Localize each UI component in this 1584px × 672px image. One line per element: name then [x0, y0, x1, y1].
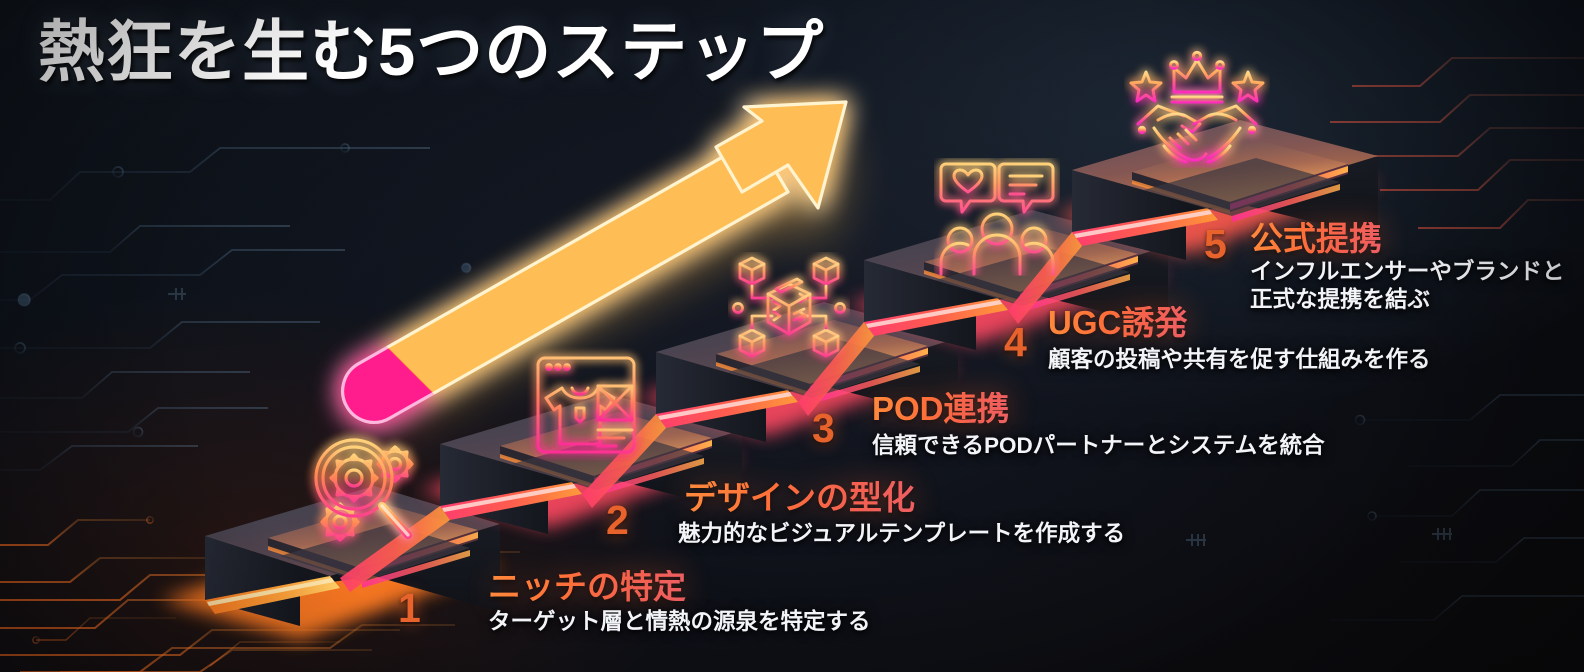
- step-desc-4: 顧客の投稿や共有を促す仕組みを作る: [1048, 347, 1431, 372]
- step-title-1: ニッチの特定: [488, 568, 686, 605]
- step-desc-5-line1: インフルエンサーやブランドと: [1250, 259, 1565, 284]
- package-network-icon: [732, 256, 846, 358]
- step-desc-5-line2: 正式な提携を結ぶ: [1250, 287, 1431, 312]
- tshirt-design-window-icon: [536, 356, 636, 454]
- step-desc-1: ターゲット層と情熱の源泉を特定する: [488, 609, 871, 634]
- step-number-1: 1: [398, 585, 421, 631]
- step-desc-2: 魅力的なビジュアルテンプレートを作成する: [678, 521, 1126, 546]
- step-number-2: 2: [606, 497, 629, 543]
- step-title-4: UGC誘発: [1048, 304, 1188, 341]
- step-desc-3: 信頼できるPODパートナーとシステムを統合: [872, 433, 1325, 458]
- magnifier-gears-icon: [314, 438, 414, 542]
- handshake-crown-icon: [1129, 50, 1265, 164]
- step-title-2: デザインの型化: [684, 479, 915, 516]
- people-chat-bubbles-icon: [939, 162, 1055, 276]
- step-title-5: 公式提携: [1250, 220, 1382, 257]
- page-title: 熱狂を生む5つのステップ: [38, 15, 825, 90]
- step-title-3: POD連携: [872, 390, 1010, 427]
- step-number-5: 5: [1204, 221, 1227, 267]
- step-number-3: 3: [812, 405, 835, 451]
- step-number-4: 4: [1004, 319, 1027, 365]
